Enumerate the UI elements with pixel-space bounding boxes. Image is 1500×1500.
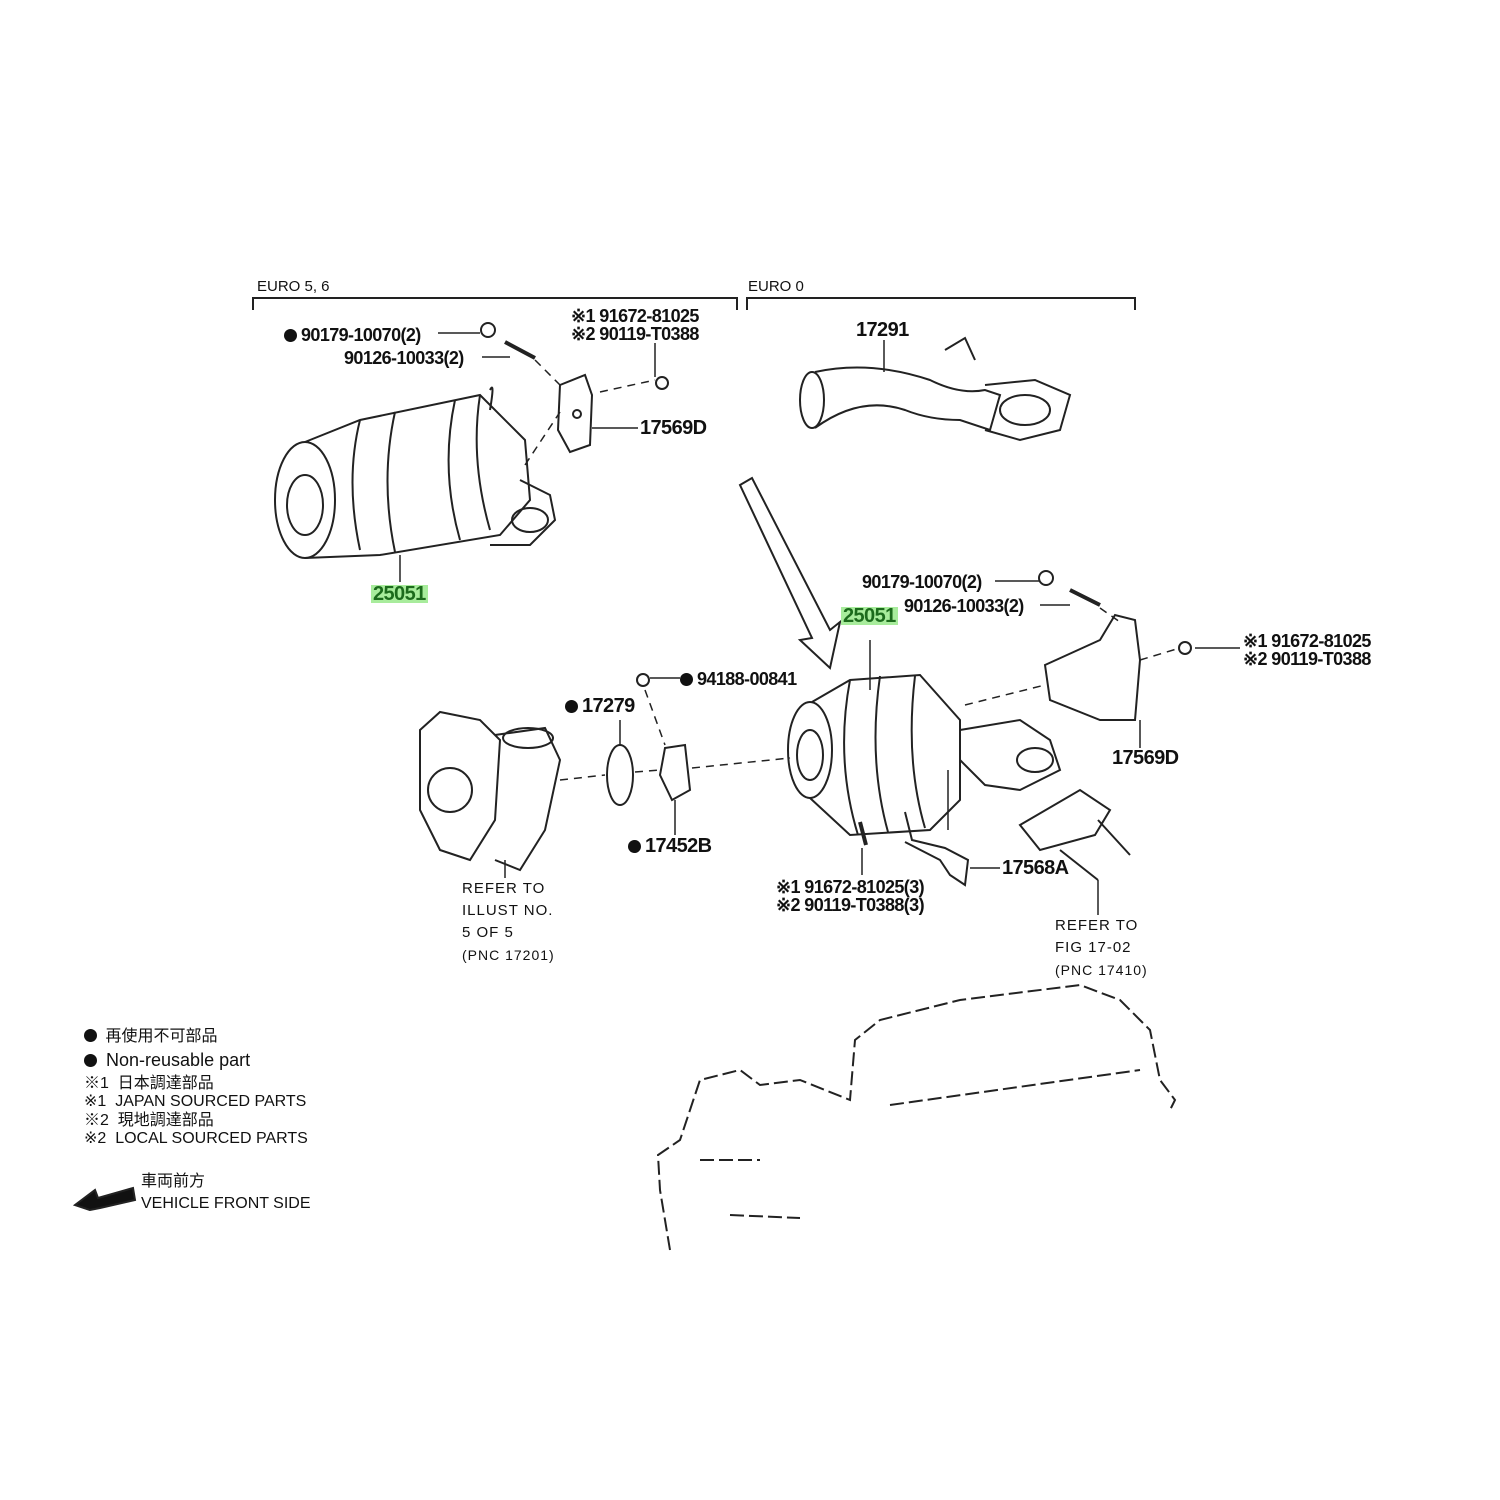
legend-text: 現地調達部品: [117, 1112, 214, 1129]
part-label[interactable]: 90126-10033(2): [904, 596, 1024, 616]
converter-left-drawing: [274, 386, 557, 559]
group-bracket-euro56: [252, 297, 738, 310]
refer-note-turbo: REFER TO ILLUST NO. 5 OF 5 (PNC 17201): [462, 878, 555, 966]
part-label[interactable]: ※2 90119-T0388: [1243, 649, 1371, 669]
refer-line[interactable]: FIG 17-02: [1055, 939, 1132, 956]
part-label[interactable]: 17279: [565, 695, 635, 717]
vehicle-front-en: VEHICLE FRONT SIDE: [141, 1195, 311, 1212]
part-number: 94188-00841: [697, 669, 797, 689]
legend-text: JAPAN SOURCED PARTS: [115, 1093, 307, 1110]
engine-outline-drawing: [656, 983, 1177, 1251]
legend-text: Non-reusable part: [106, 1050, 251, 1070]
refer-note-fig: REFER TO FIG 17-02 (PNC 17410): [1055, 915, 1148, 981]
non-reusable-dot-icon: [680, 673, 693, 686]
legend-item: ※2 現地調達部品: [84, 1112, 214, 1130]
stay-17568a-drawing: [904, 811, 970, 887]
non-reusable-dot-icon: [565, 700, 578, 713]
part-label-highlighted[interactable]: 25051: [841, 605, 898, 627]
part-label-highlighted[interactable]: 25051: [371, 583, 428, 605]
converter-right-drawing: [787, 640, 1062, 837]
non-reusable-dot-icon: [628, 840, 641, 853]
legend-text: 日本調達部品: [117, 1075, 214, 1092]
vehicle-front-arrow-icon: [72, 1186, 137, 1212]
part-label[interactable]: 17569D: [1112, 747, 1179, 769]
part-label[interactable]: 90179-10070(2): [284, 326, 421, 344]
legend-mark: ※1: [84, 1075, 109, 1092]
refer-line: (PNC 17410): [1055, 962, 1148, 978]
group-label-euro0: EURO 0: [748, 278, 804, 295]
bracket-right-drawing: [1043, 613, 1142, 721]
refer-line: ILLUST NO.: [462, 902, 554, 919]
part-label[interactable]: 90179-10070(2): [862, 572, 982, 592]
gasket-17279-drawing: [606, 744, 634, 806]
part-number: 90179-10070(2): [301, 325, 421, 345]
legend-item: ※1 JAPAN SOURCED PARTS: [84, 1093, 306, 1111]
turbo-drawing: [419, 710, 562, 878]
part-label[interactable]: 17569D: [640, 417, 707, 439]
part-label[interactable]: ※2 90119-T0388(3): [776, 895, 925, 915]
part-label[interactable]: ※1 91672-81025: [571, 306, 699, 326]
arrow-icon: [738, 476, 842, 670]
group-bracket-euro0: [746, 297, 1136, 310]
group-label-euro56: EURO 5, 6: [257, 278, 330, 295]
legend-item: Non-reusable part: [84, 1051, 250, 1069]
non-reusable-dot-icon: [84, 1054, 97, 1067]
part-label[interactable]: ※1 91672-81025(3): [776, 877, 925, 897]
part-label[interactable]: 17291: [856, 319, 909, 341]
non-reusable-dot-icon: [84, 1029, 97, 1042]
part-number: 17279: [582, 695, 635, 717]
legend-item: ※2 LOCAL SOURCED PARTS: [84, 1130, 308, 1148]
refer-line: 5 OF 5: [462, 924, 514, 941]
part-label[interactable]: 94188-00841: [680, 670, 797, 688]
part-number: 17452B: [645, 835, 712, 857]
part-label[interactable]: ※2 90119-T0388: [571, 324, 699, 344]
legend-item: ※1 日本調達部品: [84, 1075, 214, 1093]
non-reusable-dot-icon: [284, 329, 297, 342]
pipe-17291-drawing: [799, 336, 1072, 442]
gasket-17410-drawing: [1018, 788, 1131, 881]
legend-mark: ※2: [84, 1130, 107, 1147]
legend-mark: ※1: [84, 1093, 107, 1110]
part-label[interactable]: 90126-10033(2): [344, 348, 464, 368]
bracket-left-drawing: [556, 373, 594, 454]
refer-line: REFER TO: [1055, 917, 1139, 934]
vehicle-front-jp: 車両前方: [141, 1173, 206, 1190]
refer-line: REFER TO: [462, 880, 546, 897]
part-label[interactable]: 17568A: [1002, 857, 1069, 879]
legend-item: 再使用不可部品: [84, 1028, 217, 1046]
legend-text: 再使用不可部品: [105, 1028, 218, 1045]
legend-text: LOCAL SOURCED PARTS: [115, 1130, 308, 1147]
part-label[interactable]: 17452B: [628, 835, 712, 857]
clamp-17452b-drawing: [658, 743, 692, 802]
refer-line[interactable]: (PNC 17201): [462, 947, 555, 963]
legend-mark: ※2: [84, 1112, 109, 1129]
part-label[interactable]: ※1 91672-81025: [1243, 631, 1371, 651]
